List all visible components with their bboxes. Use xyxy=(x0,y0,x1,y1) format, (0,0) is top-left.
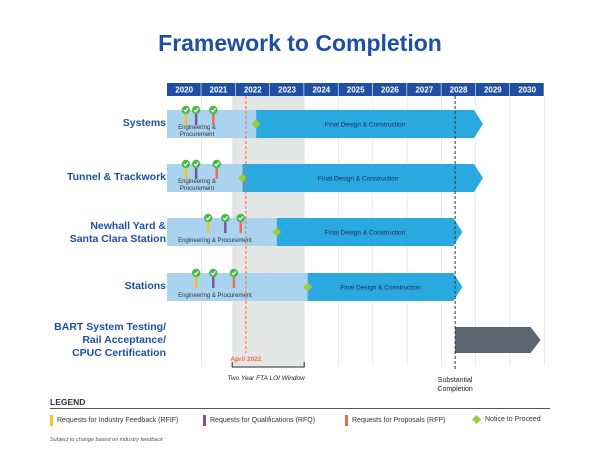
ep-label: Engineering & Procurement xyxy=(178,293,252,299)
row-label-tunnel-trackwork: Tunnel & Trackwork xyxy=(67,171,166,183)
check-icon xyxy=(183,107,189,113)
year-header-cell xyxy=(201,83,235,96)
legend-item-rfif: Requests for Industry Feedback (RFIF) xyxy=(50,415,178,426)
year-label: 2020 xyxy=(175,86,193,95)
check-icon xyxy=(193,161,199,167)
year-label: 2030 xyxy=(518,86,536,95)
fd-label: Final Design & Construction xyxy=(318,176,399,183)
year-header-cell xyxy=(167,83,201,96)
ntp-diamond xyxy=(237,173,247,183)
check-icon xyxy=(214,161,220,167)
testing-arrow xyxy=(455,327,541,353)
legend-item-rfp: Requests for Proposals (RFP) xyxy=(345,415,445,426)
year-header-cell xyxy=(510,83,544,96)
check-icon xyxy=(191,105,201,115)
check-icon xyxy=(181,159,191,169)
check-icon xyxy=(181,105,191,115)
loi-bracket xyxy=(231,362,305,368)
fd-arrow xyxy=(242,164,483,192)
year-header-cell xyxy=(304,83,338,96)
row-label-bart-testing: BART System Testing/ Rail Acceptance/ CP… xyxy=(54,321,166,359)
legend-label: Requests for Proposals (RFP) xyxy=(352,417,446,424)
year-label: 2029 xyxy=(484,86,502,95)
check-icon xyxy=(203,213,213,223)
check-icon xyxy=(238,215,244,221)
legend-label: Requests for Industry Feedback (RFIF) xyxy=(57,417,179,424)
fd-label: Final Design & Construction xyxy=(325,230,406,237)
check-icon xyxy=(209,268,218,278)
year-label: 2026 xyxy=(381,86,399,95)
year-header-cell xyxy=(407,83,441,96)
substantial-completion-label: Substantial xyxy=(438,377,473,384)
year-label: 2021 xyxy=(210,86,228,95)
page-title: Framework to Completion xyxy=(158,30,442,56)
check-icon xyxy=(191,268,201,278)
check-icon xyxy=(205,215,211,221)
row-label-newhall-yard: Newhall Yard & Santa Clara Station xyxy=(69,220,166,245)
year-header-cell xyxy=(372,83,407,96)
ep-bar xyxy=(167,164,243,192)
check-icon xyxy=(236,213,245,223)
fd-arrow xyxy=(307,273,463,301)
loi-label: Two Year FTA LOI Window xyxy=(227,375,306,382)
ep-bar xyxy=(167,273,308,301)
legend-title: LEGEND xyxy=(50,397,86,407)
year-header-cell xyxy=(475,83,510,96)
ep-label: Procurement xyxy=(180,186,215,192)
ep-label: Engineering & Procurement xyxy=(178,238,252,244)
ep-bar xyxy=(167,218,277,246)
ep-label: Engineering & xyxy=(178,125,216,131)
diamond-icon xyxy=(472,415,481,424)
check-icon xyxy=(191,159,201,169)
fd-arrow xyxy=(276,218,463,246)
year-header-cell xyxy=(269,83,304,96)
ntp-diamond xyxy=(303,282,313,292)
ep-bar xyxy=(167,110,257,138)
fd-arrow xyxy=(256,110,483,138)
ep-label: Procurement xyxy=(180,132,215,138)
year-label: 2028 xyxy=(450,86,468,95)
row-label-stations: Stations xyxy=(124,280,166,292)
row-label-systems: Systems xyxy=(122,117,166,129)
year-label: 2022 xyxy=(244,86,262,95)
check-icon xyxy=(222,215,228,221)
check-icon xyxy=(193,107,199,113)
check-icon xyxy=(231,270,237,276)
year-header-cell xyxy=(338,83,373,96)
rfp-swatch xyxy=(345,415,348,426)
year-header-cell xyxy=(441,83,476,96)
check-icon xyxy=(193,270,199,276)
fd-label: Final Design & Construction xyxy=(325,122,406,129)
ntp-diamond xyxy=(272,227,282,237)
check-icon xyxy=(210,270,216,276)
legend-label: Requests for Qualifications (RFQ) xyxy=(210,417,316,424)
substantial-completion-label: Completion xyxy=(437,386,473,393)
ntp-diamond xyxy=(251,119,261,129)
check-icon xyxy=(212,159,221,169)
year-label: 2025 xyxy=(347,86,365,95)
legend-label: Notice to Proceed xyxy=(485,416,541,423)
fd-label: Final Design & Construction xyxy=(340,285,421,292)
check-icon xyxy=(229,268,239,278)
check-icon xyxy=(209,105,218,115)
year-header-cell xyxy=(235,83,270,96)
legend-item-ntp: Notice to Proceed xyxy=(472,415,541,424)
april-2022-label: April 2022 xyxy=(230,356,261,363)
ep-label: Engineering & xyxy=(178,179,216,185)
footnote: Subject to change based on industry feed… xyxy=(50,437,163,443)
check-icon xyxy=(221,213,230,223)
legend-item-rfq: Requests for Qualifications (RFQ) xyxy=(203,415,315,426)
year-label: 2023 xyxy=(278,86,296,95)
year-label: 2024 xyxy=(312,86,330,95)
rfif-swatch xyxy=(50,415,53,426)
rfq-swatch xyxy=(203,415,206,426)
legend-divider xyxy=(50,408,550,409)
year-label: 2027 xyxy=(415,86,433,95)
check-icon xyxy=(183,161,189,167)
check-icon xyxy=(210,107,216,113)
